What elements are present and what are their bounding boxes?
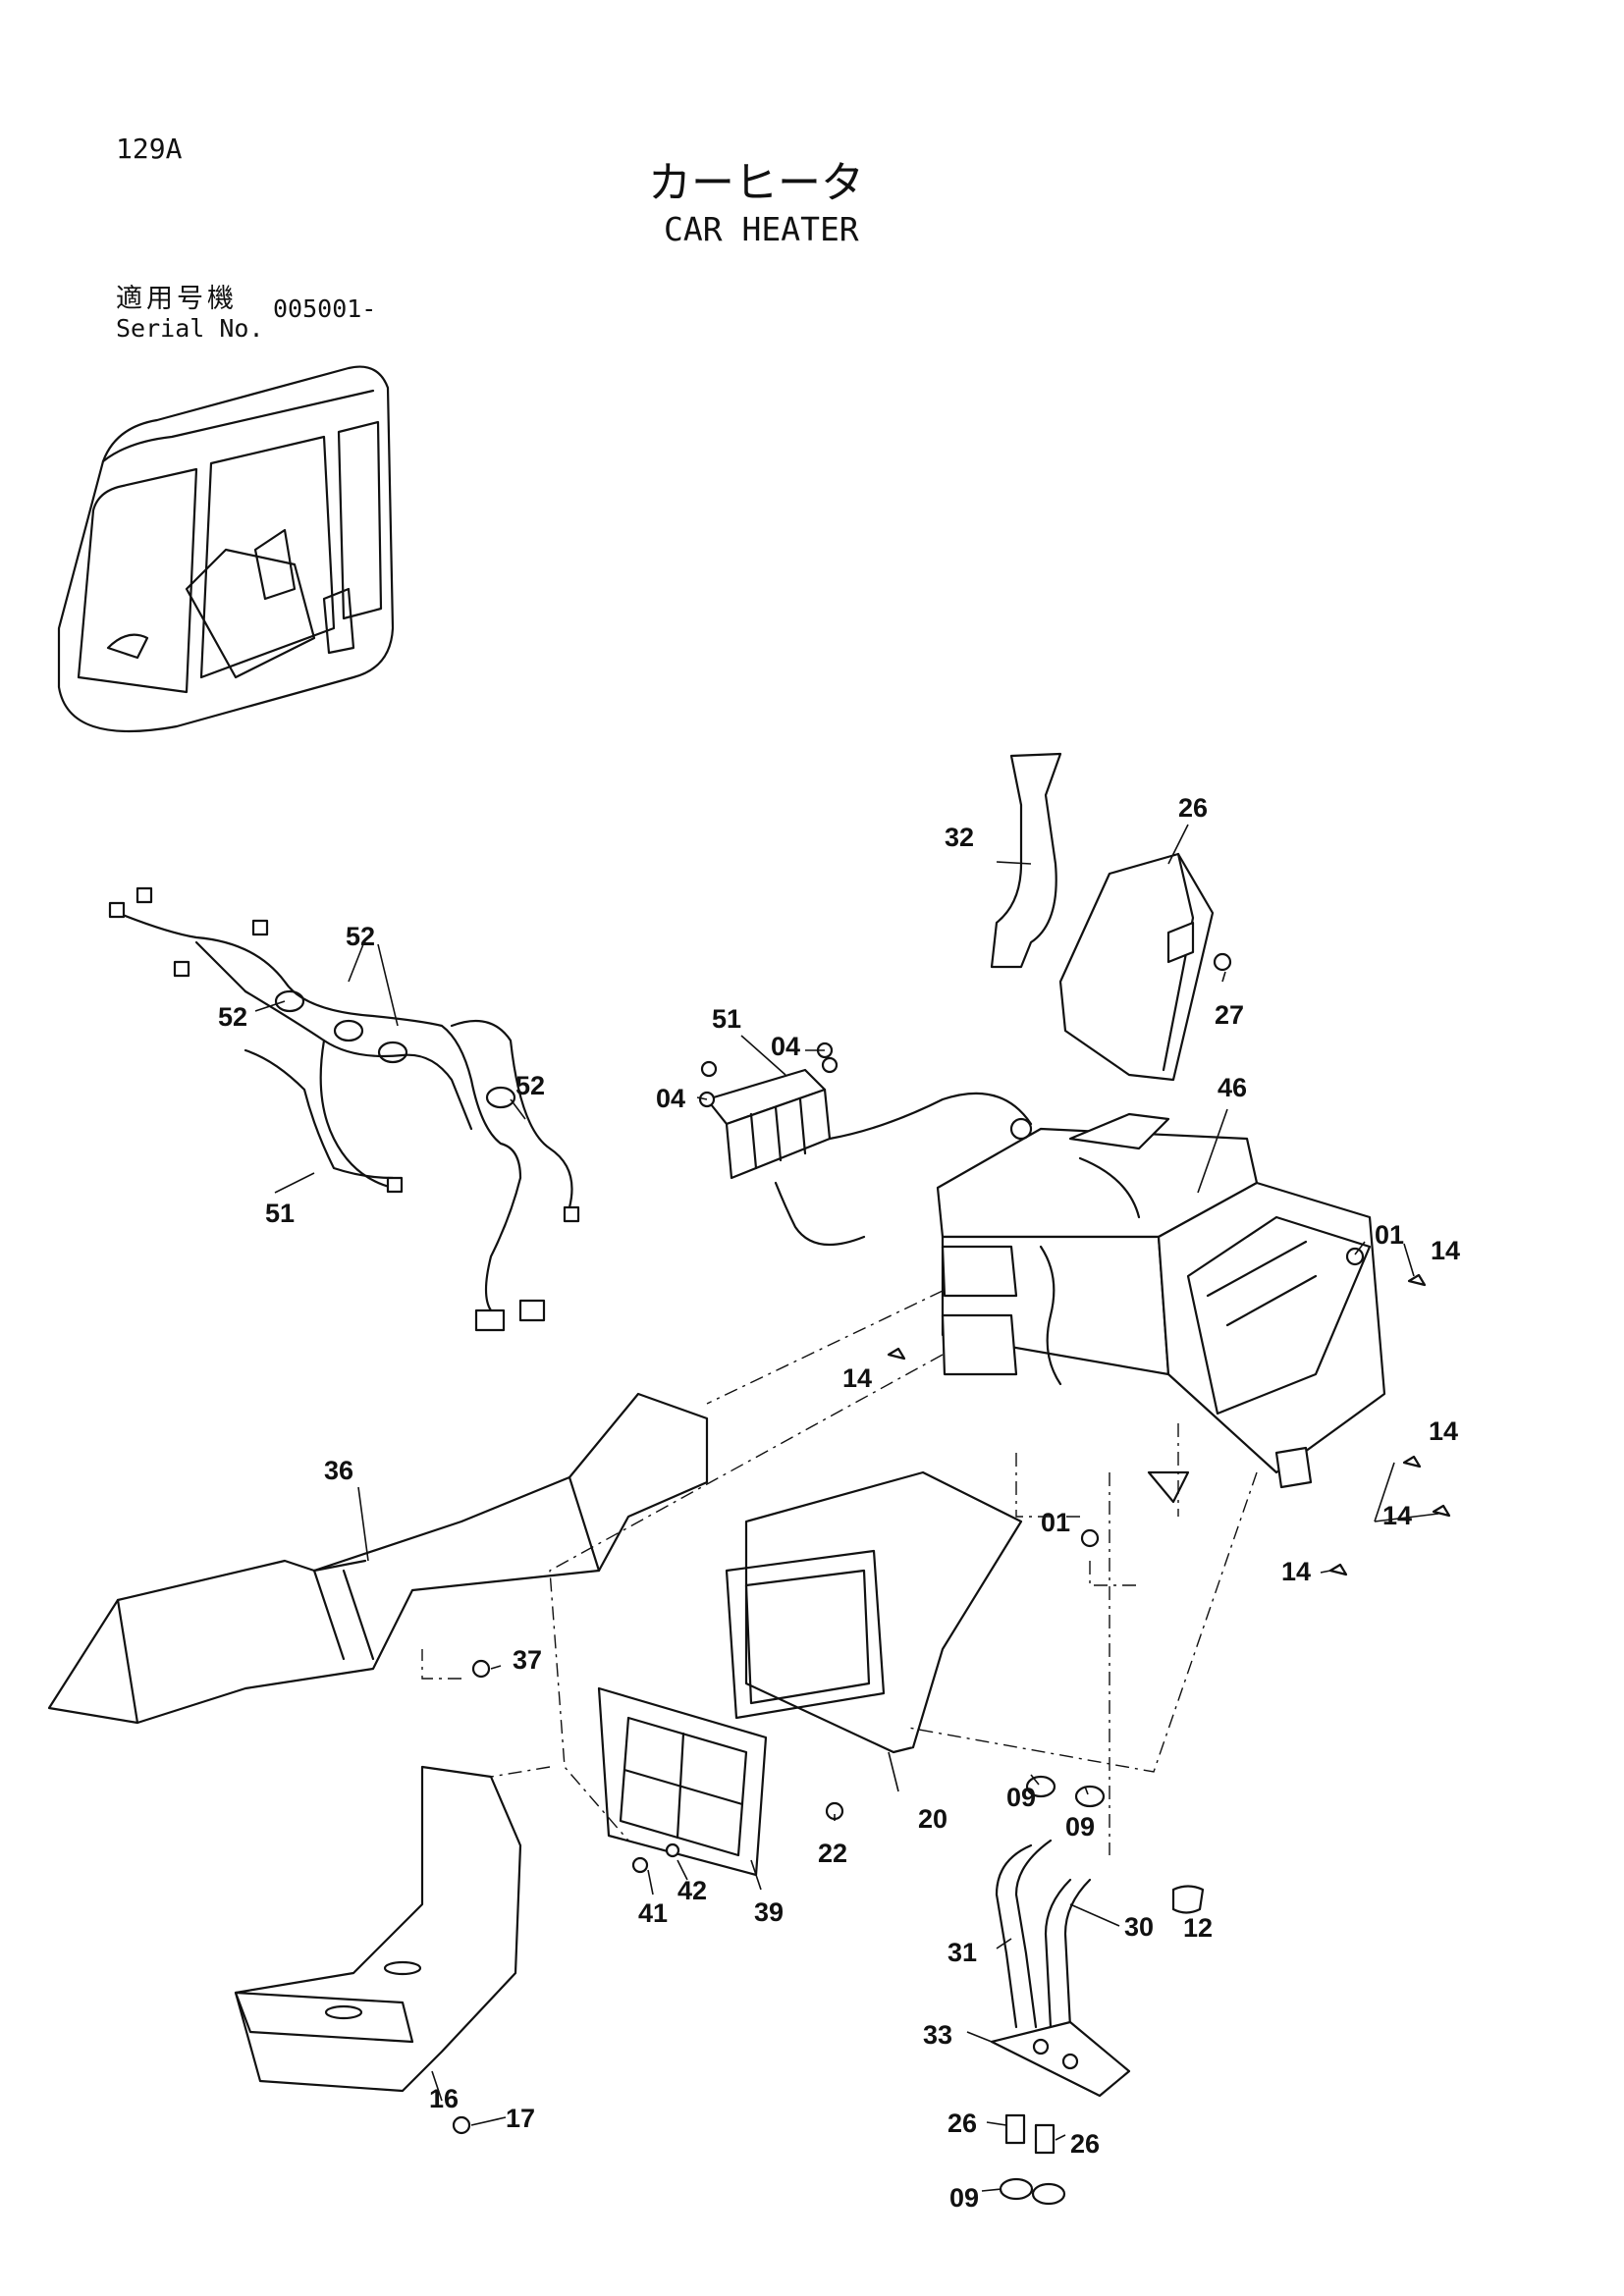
callout-27-b: 26 [1070,2129,1100,2159]
cab-overview-illustration [57,365,395,733]
upper-duct [990,752,1062,969]
leader-lines [254,824,1439,2192]
callout-01-right: 01 [1375,1220,1404,1250]
callout-42: 42 [677,1876,707,1905]
page-title-japanese: カーヒータ [648,158,864,208]
callout-39: 39 [754,1897,784,1927]
heater-unit [936,1112,1386,1504]
callout-14-b: 14 [842,1363,872,1393]
callout-04-top: 04 [771,1032,800,1061]
callout-41: 41 [638,1898,668,1928]
callout-16: 16 [429,2084,459,2113]
callout-31: 31 [947,1938,977,1967]
page-title: CAR HEATER [664,210,859,248]
callout-14-d: 14 [1382,1501,1412,1530]
callout-01-center: 01 [1041,1508,1070,1537]
callout-52-top: 52 [346,922,375,951]
callout-52-left: 52 [218,1002,247,1032]
callout-37: 37 [513,1645,542,1675]
serial-label: Serial No. [116,314,264,343]
heater-hoses [990,1775,1205,2206]
fasteners [452,952,1451,2135]
callout-09-a: 09 [1006,1783,1036,1812]
side-duct [1058,852,1215,1082]
serial-number-value: 005001- [273,294,377,323]
callout-33: 33 [923,2020,952,2050]
callout-26: 27 [1215,1000,1244,1030]
callout-14-c: 14 [1429,1416,1458,1446]
callout-22: 22 [818,1839,847,1868]
callout-09-c: 09 [949,2183,979,2213]
callout-32: 32 [945,823,974,852]
page-number: 129A [116,133,183,165]
floor-duct-assembly [47,1392,709,1725]
callout-30: 30 [1124,1912,1154,1942]
controller-unit [700,1056,1033,1247]
callout-17: 17 [506,2104,535,2133]
filter-housing [725,1470,1023,1754]
callout-46: 51 [712,1004,741,1034]
callout-14-a: 14 [1431,1236,1460,1265]
callout-52-right: 52 [515,1071,545,1100]
callout-labels: 32 26 27 51 04 04 46 01 14 14 14 14 14 0… [218,793,1460,2213]
front-duct [234,1765,522,2093]
callout-12: 12 [1183,1913,1213,1943]
callout-04-left: 04 [656,1084,685,1113]
assembly-lines [421,1290,1258,1855]
callout-20: 20 [918,1804,947,1834]
callout-27-a: 26 [947,2109,977,2138]
serial-label-japanese: 適用号機 [116,284,238,314]
callout-44: 46 [1218,1073,1247,1102]
callout-14-e: 14 [1281,1557,1311,1586]
wiring-harness [108,886,580,1332]
callout-51: 51 [265,1199,295,1228]
callout-36: 36 [324,1456,353,1485]
callout-09-b: 09 [1065,1812,1095,1842]
callout-24: 26 [1178,793,1208,823]
